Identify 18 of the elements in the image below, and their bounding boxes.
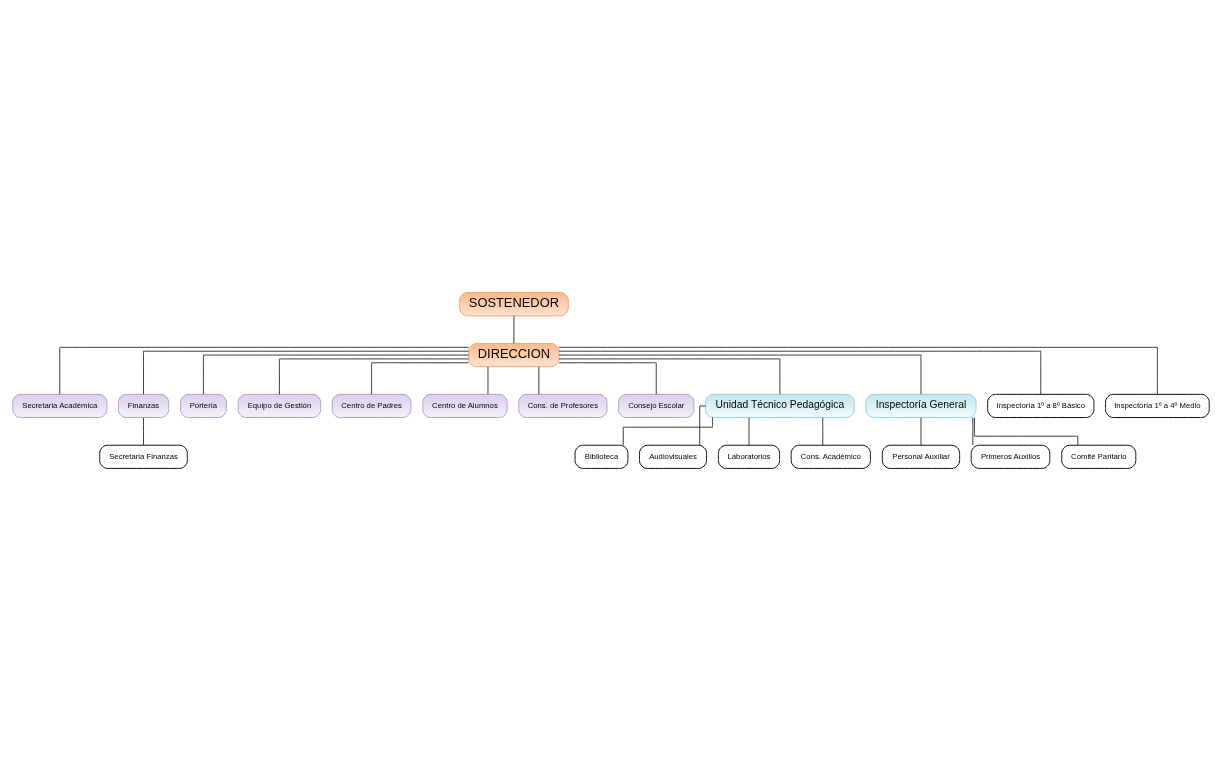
node-box: Unidad Técnico Pedagógica bbox=[705, 393, 855, 418]
connector bbox=[920, 416, 922, 445]
node-box: DIRECCION bbox=[468, 342, 560, 367]
node-box: SOSTENEDOR bbox=[459, 291, 569, 316]
connector bbox=[558, 346, 1158, 394]
connector bbox=[371, 361, 470, 395]
connector bbox=[822, 416, 824, 445]
connector bbox=[974, 416, 1079, 445]
connector bbox=[279, 358, 470, 395]
connector bbox=[748, 416, 750, 445]
connector bbox=[143, 350, 470, 395]
connector bbox=[143, 416, 144, 445]
connector bbox=[558, 350, 1042, 395]
connector bbox=[203, 354, 470, 395]
connector bbox=[699, 405, 706, 445]
node-box: Inspectoría General bbox=[865, 393, 977, 418]
connector bbox=[622, 416, 713, 445]
connector bbox=[972, 416, 974, 445]
